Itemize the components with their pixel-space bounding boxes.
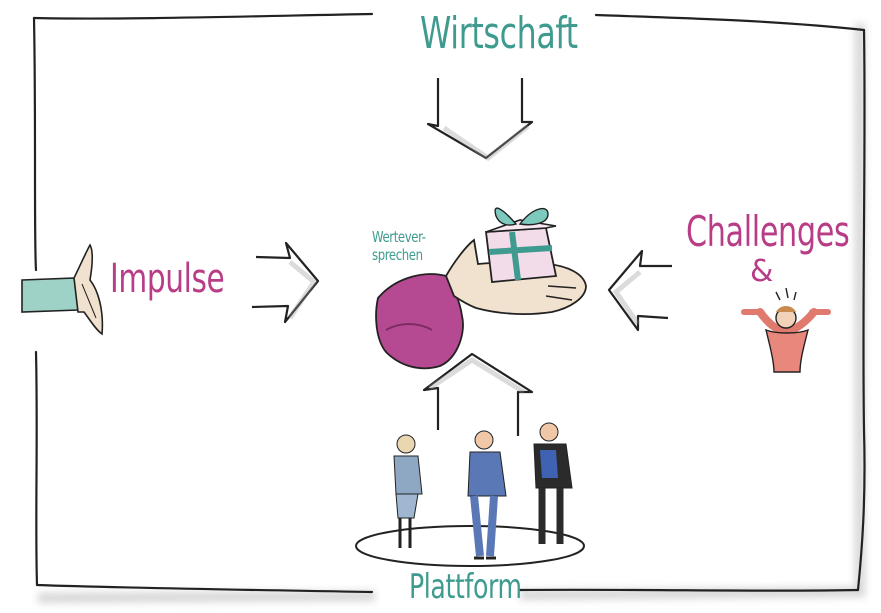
center-label-werteversprechen: Wertever- sprechen (372, 228, 426, 264)
top-title-wirtschaft: Wirtschaft (420, 8, 578, 59)
center-label-line-2: sprechen (372, 246, 423, 264)
left-label-impulse: Impulse (110, 256, 225, 302)
hand-left-icon (21, 243, 104, 336)
arrow-up-icon (422, 352, 534, 436)
cheering-person-icon (741, 287, 831, 373)
frame (32, 12, 866, 594)
person-man-right (533, 422, 573, 544)
arrow-right-icon (251, 241, 320, 324)
bottom-label-plattform: Plattform (409, 567, 522, 607)
right-label-challenges: Challenges (686, 207, 850, 256)
center-label-line-1: Wertever- (372, 228, 426, 246)
person-woman (393, 434, 423, 548)
arrow-left-icon (607, 249, 672, 332)
right-label-ampersand: & (750, 254, 773, 289)
person-man-center (467, 430, 507, 560)
frame-shadow (37, 24, 865, 603)
people-group-icon (355, 422, 585, 567)
gift-icon (484, 207, 558, 283)
arrow-down-icon (426, 78, 534, 162)
